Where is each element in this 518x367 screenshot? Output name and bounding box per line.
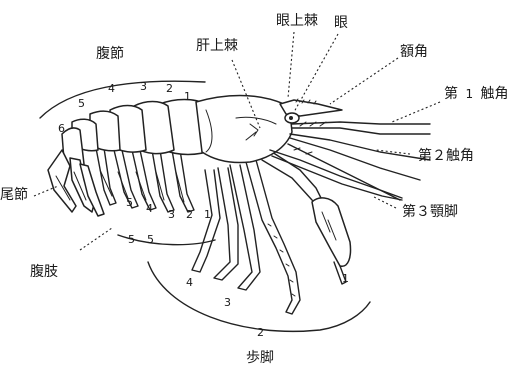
- leg-number: 4: [186, 276, 193, 289]
- leg-number: 5: [128, 233, 135, 246]
- label-abdomen: 腹節: [96, 45, 124, 62]
- abdomen-number: 5: [78, 97, 85, 110]
- abdomen-number: 1: [184, 90, 191, 103]
- walking-legs: [192, 152, 351, 314]
- label-supraorbital-spine: 眼上棘: [276, 13, 318, 29]
- pleopod-number-extra: 5: [147, 233, 154, 246]
- label-telson: 尾節: [0, 186, 28, 203]
- label-eye: 眼: [334, 15, 348, 31]
- leg-number: 1: [342, 272, 349, 285]
- tail-fan: [48, 150, 104, 216]
- pleopod-number: 2: [186, 208, 193, 221]
- leg-number: 3: [224, 296, 231, 309]
- pleopod-number: 4: [146, 202, 153, 215]
- label-antenna-1-numeral: 1: [465, 87, 473, 101]
- abdomen-number: 2: [166, 82, 173, 95]
- label-antenna-2: 第２触角: [418, 147, 474, 164]
- label-pereiopods: 歩脚: [246, 350, 274, 366]
- label-hepatic-spine: 肝上棘: [196, 38, 238, 54]
- label-pleopods: 腹肢: [30, 263, 58, 280]
- pleopod-numbers: 5 4 3 2 1 5: [126, 196, 211, 246]
- pleopod-number: 3: [168, 208, 175, 221]
- head-parts: [280, 99, 342, 123]
- label-maxilliped-3: 第３顎脚: [402, 203, 458, 220]
- label-antenna-1-suffix: 触角: [481, 86, 509, 102]
- label-rostrum: 額角: [400, 44, 428, 60]
- leg-number: 2: [257, 326, 264, 339]
- pleopod-number: 1: [204, 208, 211, 221]
- pleopods: [96, 148, 194, 212]
- label-antenna-1-prefix: 第: [444, 85, 458, 102]
- antennae: [270, 122, 430, 200]
- abdomen-number: 6: [58, 122, 65, 135]
- abdomen-number: 4: [108, 82, 115, 95]
- abdomen-number: 3: [140, 80, 147, 93]
- pleopod-number: 5: [126, 196, 133, 209]
- label-antenna-1: 第 1 触角: [444, 85, 509, 102]
